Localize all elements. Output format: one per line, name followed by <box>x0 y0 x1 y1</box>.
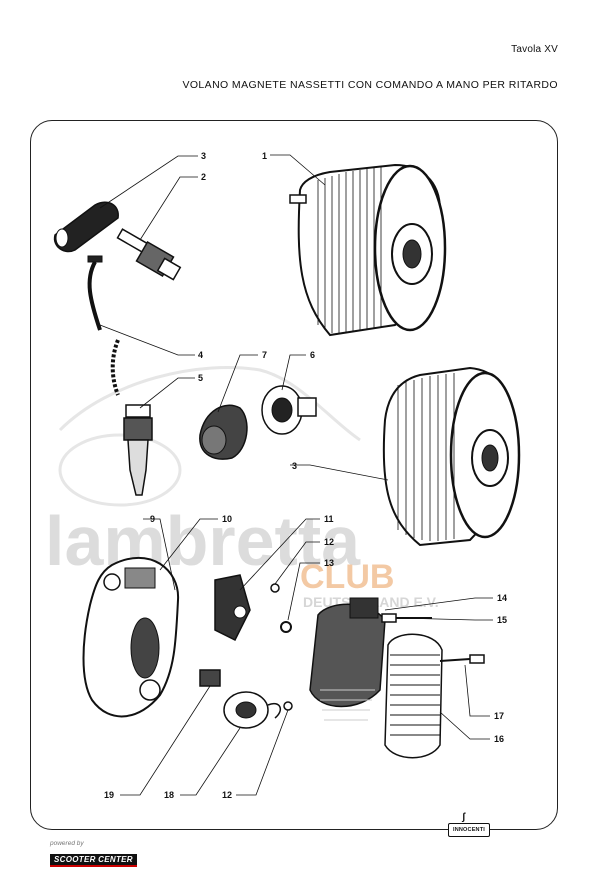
watermark-club: CLUB <box>300 558 394 596</box>
callout-leaders <box>99 154 493 796</box>
powered-by-text: powered by <box>50 840 84 847</box>
callout-5: 5 <box>198 373 203 383</box>
contact-breaker <box>214 574 251 642</box>
innocenti-mark-icon: ʃ <box>462 812 466 823</box>
spark-plug <box>116 228 182 281</box>
callout-18: 18 <box>164 790 174 800</box>
callout-7: 7 <box>262 350 267 360</box>
footer-sponsor: powered by SCOOTER CENTER <box>50 840 137 867</box>
terminal-block <box>199 669 221 687</box>
callout-labels: 1 2 3 3 4 5 6 7 9 10 11 12 13 14 15 16 1… <box>104 151 507 800</box>
callout-3-cap: 3 <box>201 151 206 161</box>
callout-3-flywheel: 3 <box>292 461 297 471</box>
rubber-boot <box>199 404 248 460</box>
callout-19: 19 <box>104 790 114 800</box>
small-screws <box>270 583 293 711</box>
callout-13: 13 <box>324 558 334 568</box>
cam-hub <box>261 385 317 435</box>
condenser-assembly <box>123 404 153 496</box>
callout-6: 6 <box>310 350 315 360</box>
callout-15: 15 <box>497 615 507 625</box>
callout-11: 11 <box>324 514 334 524</box>
club-watermark: lambretta CLUB DEUTSCHLAND E.V. <box>45 366 439 610</box>
scooter-center-logo[interactable]: SCOOTER CENTER <box>50 854 137 867</box>
callout-1: 1 <box>262 151 267 161</box>
callout-2: 2 <box>201 172 206 182</box>
plate-number: Tavola XV <box>511 44 558 55</box>
callout-14: 14 <box>497 593 507 603</box>
callout-16: 16 <box>494 734 504 744</box>
callout-9: 9 <box>150 514 155 524</box>
diagram-frame <box>30 120 558 830</box>
callout-10: 10 <box>222 514 232 524</box>
lighting-coil <box>384 633 443 759</box>
callout-17: 17 <box>494 711 504 721</box>
innocenti-logo: INNOCENTI <box>448 823 490 837</box>
callout-12-upper: 12 <box>324 537 334 547</box>
ht-lead <box>87 255 120 396</box>
page-title: VOLANO MAGNETE NASSETTI CON COMANDO A MA… <box>182 79 558 91</box>
flywheel-lower <box>382 366 521 547</box>
callout-4: 4 <box>198 350 203 360</box>
ignition-coil <box>309 597 386 721</box>
flywheel-top <box>289 163 447 337</box>
callout-12-lower: 12 <box>222 790 232 800</box>
watermark-lambretta: lambretta <box>45 502 361 580</box>
stator-plate <box>82 556 180 718</box>
condenser <box>223 691 282 729</box>
spark-plug-cap <box>53 201 119 253</box>
